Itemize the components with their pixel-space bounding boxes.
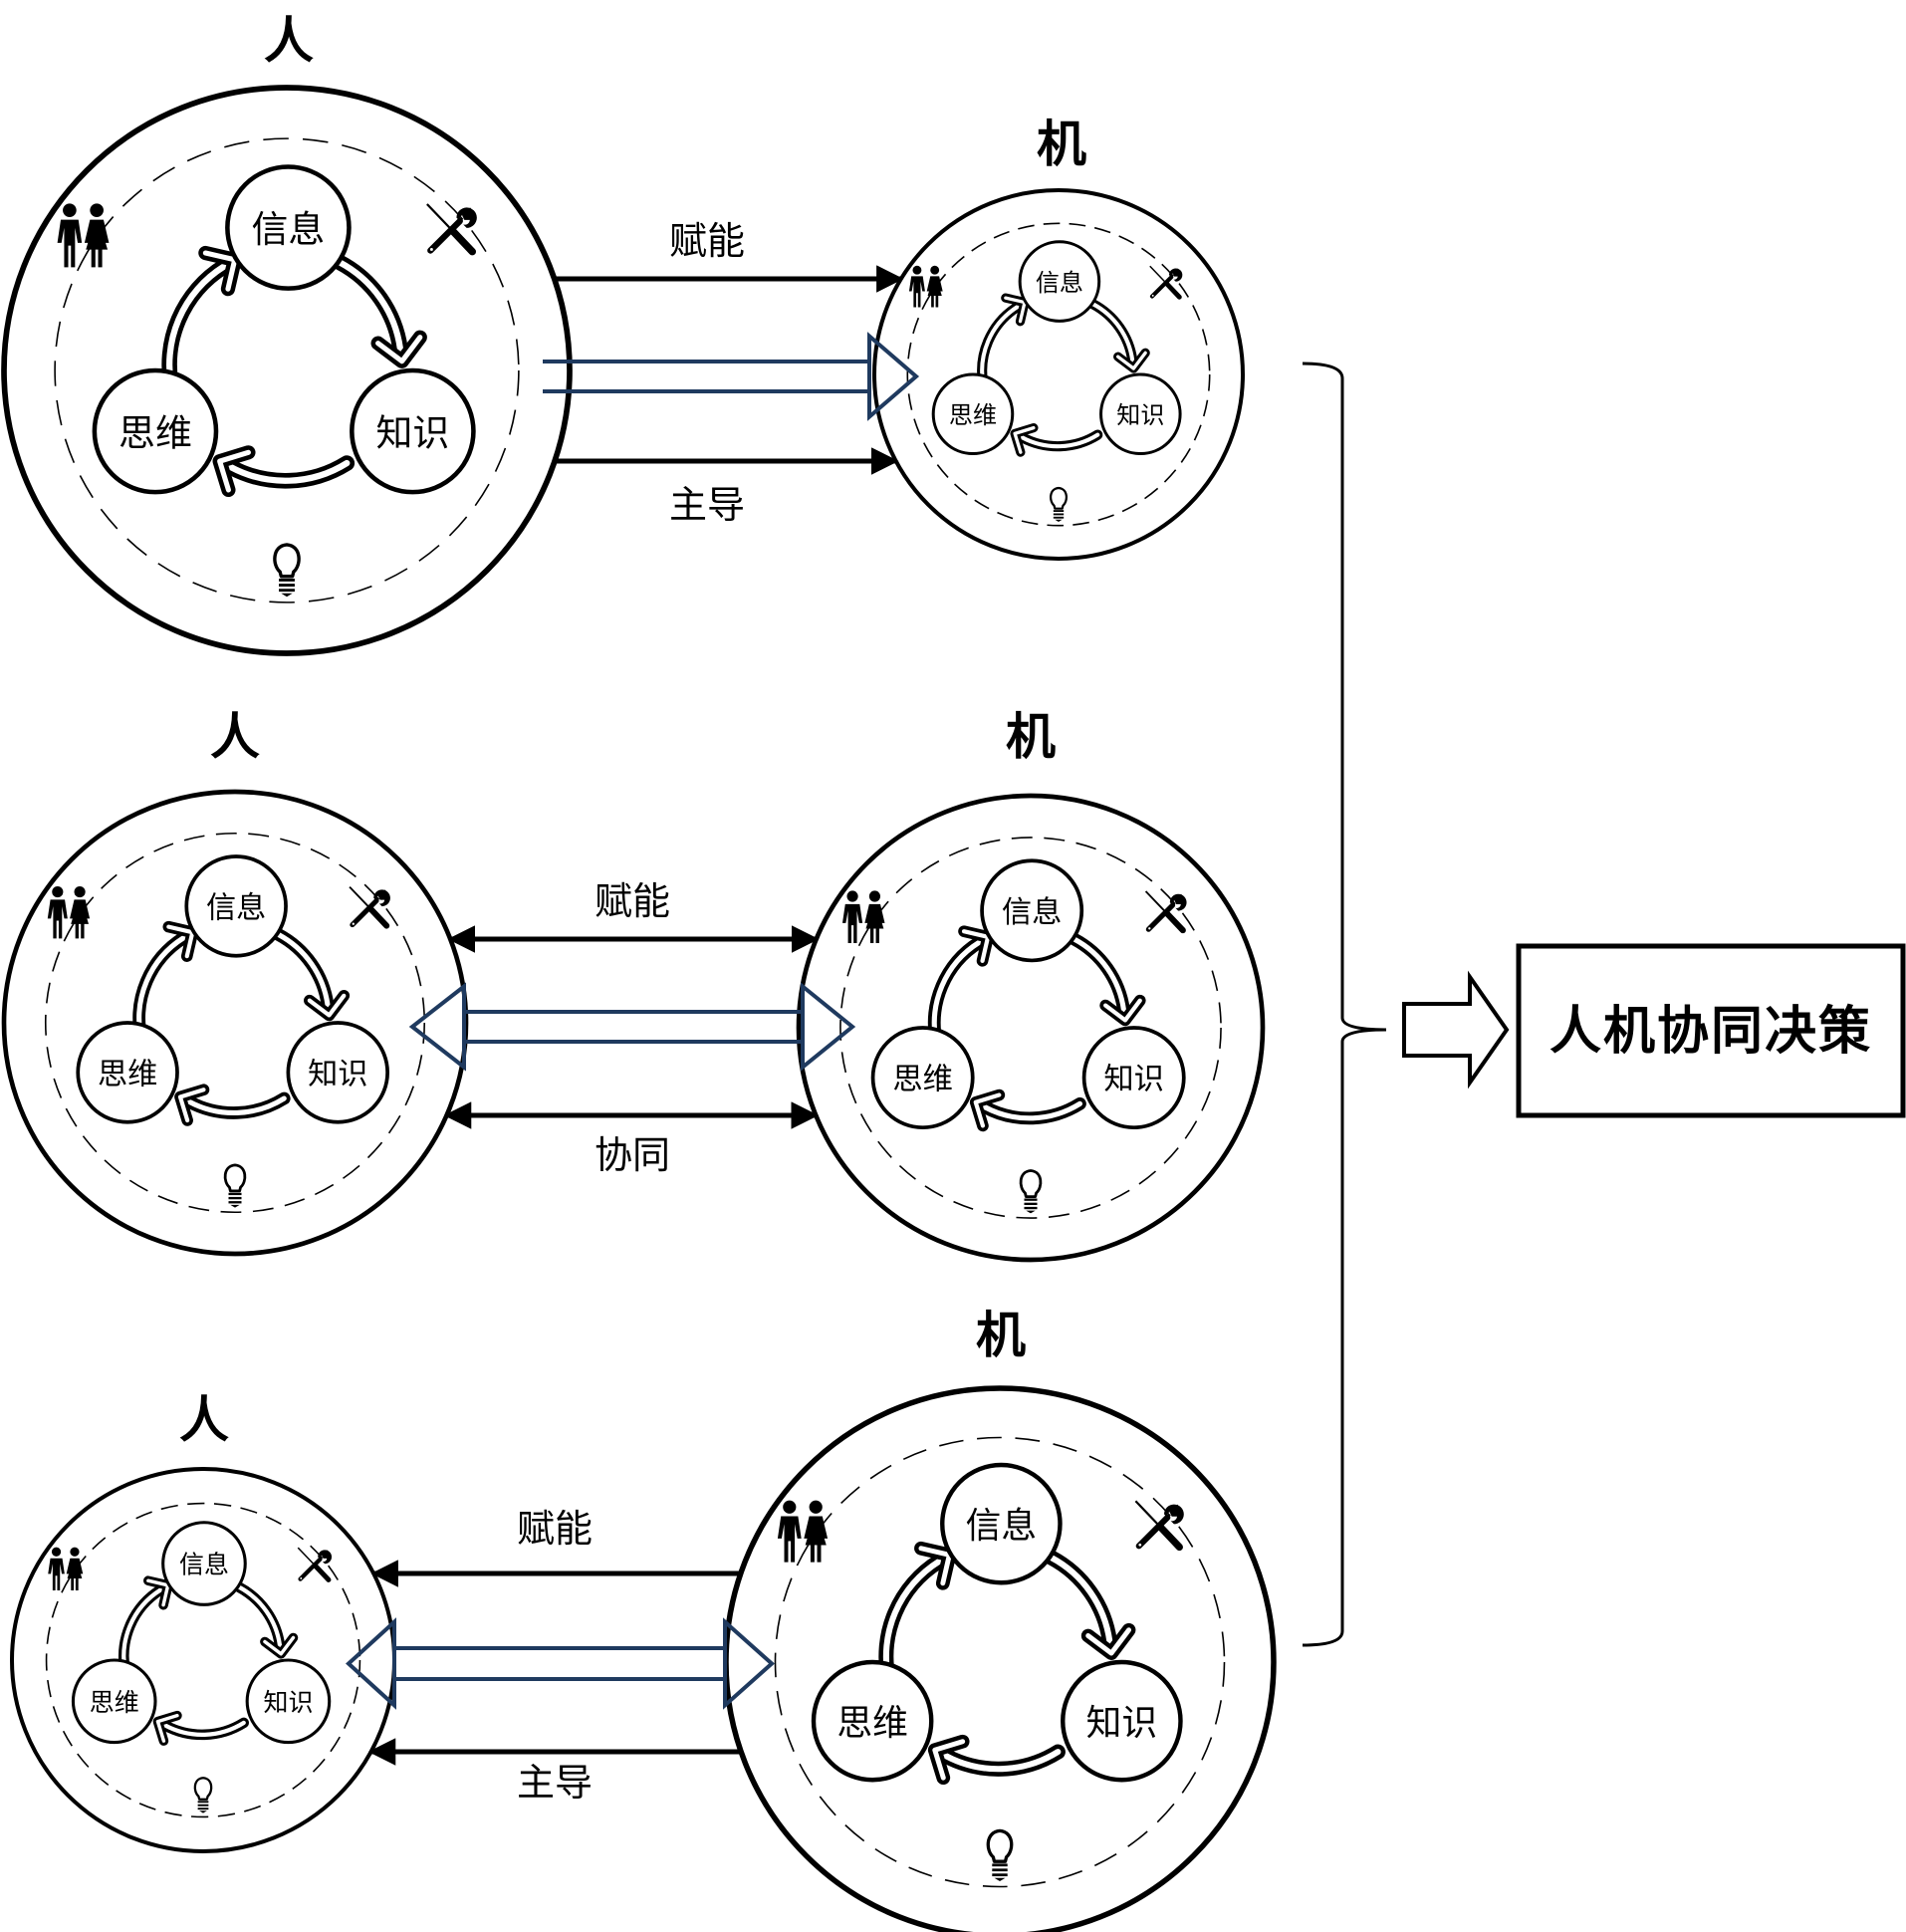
- result-box: [1516, 943, 1906, 1118]
- human-3-node-label-info: 信息: [179, 1551, 229, 1579]
- link-label-1-upper: 赋能: [669, 219, 745, 263]
- machine-2-node-info: 信息: [980, 858, 1084, 963]
- machine-2-node-knowledge: 知识: [1081, 1026, 1186, 1130]
- human-2-node-label-thinking: 思维: [98, 1057, 157, 1091]
- link-label-3-lower: 主导: [517, 1761, 593, 1805]
- machine-3-dashed-ring: [774, 1436, 1226, 1888]
- machine-1-dashed-ring: [906, 222, 1211, 527]
- machine-1-cycle-arrow-knowledge-to-thinking: [1010, 423, 1103, 457]
- human-1-cycle-arrow-info-to-knowledge: [332, 254, 427, 368]
- human-1-node-knowledge: 知识: [350, 367, 476, 495]
- machine-title-2: 机: [1006, 707, 1056, 766]
- machine-3-node-label-info: 信息: [966, 1506, 1038, 1547]
- hollow-arrow-3: [346, 1617, 776, 1710]
- human-3-cycle-arrow-knowledge-to-thinking: [152, 1710, 250, 1746]
- human-2-node-thinking: 思维: [76, 1021, 179, 1124]
- machine-2-node-label-knowledge: 知识: [1103, 1063, 1164, 1097]
- convergence-arrow: [1402, 970, 1510, 1089]
- machine-3-cycle-arrow-info-to-knowledge: [1043, 1550, 1136, 1660]
- human-1-dashed-ring: [54, 137, 520, 604]
- human-1-node-thinking: 思维: [92, 367, 219, 495]
- human-1-node-label-info: 信息: [252, 208, 326, 251]
- human-2-node-info: 信息: [184, 854, 288, 958]
- human-2-cycle-arrow-knowledge-to-thinking: [174, 1084, 291, 1126]
- human-3-node-thinking: 思维: [71, 1658, 157, 1745]
- machine-2-node-label-thinking: 思维: [892, 1063, 953, 1097]
- human-1-node-info: 信息: [225, 164, 352, 291]
- result-label: 人机协同决策: [1549, 1001, 1872, 1062]
- machine-2-cycle-arrow-info-to-knowledge: [1068, 932, 1146, 1027]
- machine-1-node-label-thinking: 思维: [949, 401, 997, 429]
- human-title-1: 人: [264, 11, 314, 70]
- machine-2-node-label-info: 信息: [1002, 895, 1063, 930]
- human-3-node-info: 信息: [161, 1521, 247, 1606]
- machine-1-node-knowledge: 知识: [1099, 372, 1182, 456]
- machine-1-outer-circle: [872, 188, 1245, 561]
- human-3-node-knowledge: 知识: [245, 1658, 332, 1745]
- human-2-node-label-knowledge: 知识: [308, 1057, 367, 1091]
- machine-3-node-label-knowledge: 知识: [1086, 1703, 1158, 1744]
- link-label-2-upper: 赋能: [595, 879, 670, 923]
- machine-1-cycle-arrow-info-to-knowledge: [1087, 299, 1150, 373]
- machine-1-node-label-info: 信息: [1036, 269, 1083, 297]
- human-title-3: 人: [179, 1390, 229, 1449]
- human-3-dashed-ring: [45, 1502, 361, 1818]
- hollow-arrow-1: [543, 332, 920, 421]
- machine-2-node-thinking: 思维: [870, 1026, 975, 1130]
- machine-3-cycle-arrow-knowledge-to-thinking: [927, 1734, 1066, 1786]
- machine-1-node-thinking: 思维: [931, 372, 1015, 456]
- human-1-node-label-thinking: 思维: [119, 411, 192, 454]
- machine-3-node-knowledge: 知识: [1061, 1659, 1183, 1783]
- human-3-cycle-arrow-info-to-knowledge: [233, 1581, 299, 1659]
- human-1-node-label-knowledge: 知识: [375, 411, 449, 454]
- curly-brace: [1302, 362, 1387, 1647]
- human-3-node-label-thinking: 思维: [90, 1688, 139, 1717]
- human-2-dashed-ring: [44, 832, 426, 1214]
- human-2-node-label-info: 信息: [206, 890, 266, 925]
- human-2-node-knowledge: 知识: [286, 1021, 389, 1124]
- link-label-1-lower: 主导: [669, 483, 745, 527]
- machine-1-node-label-knowledge: 知识: [1116, 401, 1164, 429]
- link-label-2-lower: 协同: [595, 1133, 670, 1177]
- machine-2-outer-circle: [796, 793, 1266, 1263]
- human-2-cycle-arrow-info-to-knowledge: [272, 927, 351, 1022]
- link-label-3-upper: 赋能: [517, 1507, 593, 1551]
- human-title-2: 人: [210, 707, 260, 766]
- machine-3-node-label-thinking: 思维: [836, 1703, 908, 1744]
- machine-title-3: 机: [976, 1306, 1026, 1364]
- machine-3-node-info: 信息: [940, 1462, 1063, 1585]
- hollow-arrow-2: [408, 982, 856, 1072]
- machine-title-1: 机: [1037, 115, 1086, 173]
- machine-3-node-thinking: 思维: [811, 1659, 934, 1783]
- human-1-outer-circle: [1, 85, 573, 656]
- machine-1-node-info: 信息: [1018, 240, 1101, 323]
- human-1-cycle-arrow-knowledge-to-thinking: [212, 445, 356, 498]
- machine-2-cycle-arrow-knowledge-to-thinking: [969, 1088, 1086, 1132]
- machine-2-dashed-ring: [839, 837, 1222, 1219]
- human-3-node-label-knowledge: 知识: [263, 1688, 313, 1717]
